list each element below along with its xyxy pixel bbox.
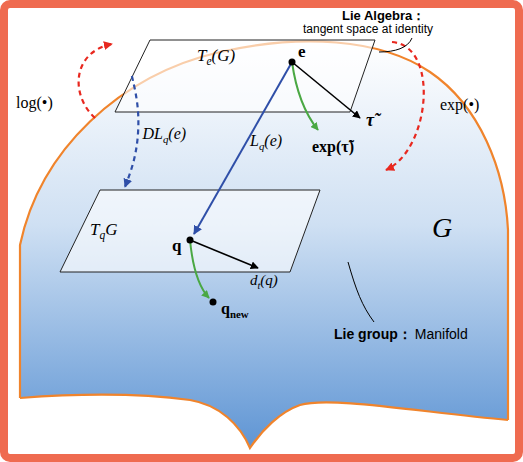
text-part: T	[90, 220, 99, 239]
left-translation-arrow	[194, 62, 292, 234]
caption-label: Lie group：	[334, 326, 412, 342]
tangent-plane: TqG	[60, 190, 320, 272]
plane-label: TqG	[90, 220, 118, 242]
text-part: T	[197, 46, 206, 65]
tangent-vector-arrow	[292, 62, 360, 118]
text-part: new	[230, 308, 249, 320]
math-label: Lq(e)	[250, 132, 282, 152]
text-part: d	[250, 272, 258, 288]
update-curve-arrow	[190, 240, 209, 298]
frame-border	[4, 4, 519, 458]
text-part: q	[221, 300, 230, 317]
text-part: log(•)	[16, 94, 53, 111]
text-part: L	[250, 132, 259, 149]
math-label: dt(q)	[250, 272, 278, 291]
differential-arrow	[125, 76, 138, 187]
text-part: tangent space at identity	[303, 22, 433, 36]
plane-label: Te(G)	[197, 46, 235, 68]
text-part: exp(•)	[440, 96, 479, 113]
text-part: Lie group：	[334, 326, 412, 342]
exp-map-arrow	[386, 42, 424, 170]
plane-shape	[115, 40, 375, 112]
text-part: e	[298, 42, 306, 61]
text-part: t	[258, 280, 261, 291]
math-label: exp(•)	[440, 96, 479, 114]
tangent-vector-arrow	[190, 240, 258, 268]
edge-label: DLq(e)	[142, 125, 186, 145]
text-part: G	[432, 212, 452, 243]
plane-outline	[115, 40, 375, 112]
text-part: (e)	[264, 132, 282, 149]
math-label: q	[172, 236, 181, 256]
math-label: exp(τ̃)	[312, 138, 354, 156]
math-label: log(•)	[16, 94, 53, 112]
text-part: e	[206, 55, 211, 68]
caption-label: Manifold	[415, 326, 468, 342]
text-part: G	[105, 220, 117, 239]
text-part: Manifold	[415, 326, 468, 342]
tangent-plane: Te(G)	[115, 40, 375, 112]
plane-outline	[60, 190, 320, 272]
identity-point	[289, 59, 296, 66]
text-part: q	[259, 140, 264, 152]
math-label: τ̃	[366, 110, 374, 131]
math-label: G	[432, 212, 452, 244]
leader-line	[348, 262, 374, 322]
text-part: τ̃	[366, 110, 374, 130]
text-part: (q)	[260, 272, 278, 288]
group-point	[210, 299, 217, 306]
group-point	[187, 237, 194, 244]
log-map-arrow	[79, 44, 112, 118]
text-part: q	[99, 229, 105, 242]
text-part: (e)	[168, 125, 186, 142]
text-part: exp(τ̃)	[312, 138, 354, 155]
text-part: DL	[142, 125, 162, 142]
math-label: qnew	[221, 300, 249, 320]
exp-curve-arrow	[292, 62, 318, 130]
caption-label: tangent space at identity	[303, 23, 433, 37]
leader-line	[379, 38, 412, 52]
text-part: (G)	[212, 46, 236, 65]
math-label: e	[298, 42, 306, 62]
caption-label: Lie Algebra：	[342, 9, 425, 24]
text-part: Lie Algebra：	[342, 8, 425, 23]
text-part: q	[163, 133, 168, 145]
text-part: q	[172, 236, 181, 255]
manifold-bottom-outline	[20, 395, 508, 448]
